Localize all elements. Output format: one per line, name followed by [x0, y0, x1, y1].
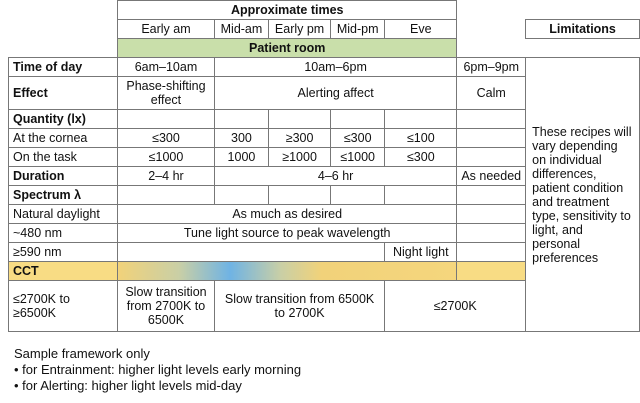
quantity-cell-1: [117, 109, 215, 129]
note-2: • for Entrainment: higher light levels e…: [14, 362, 302, 377]
row-label-cct-range: ≤2700K to ≥6500K: [7, 280, 119, 332]
quantity-cell-6: [456, 109, 526, 129]
spectrum-cell-3: [268, 185, 332, 205]
task-spacer: [456, 147, 526, 167]
cornea-spacer: [456, 128, 526, 148]
nm480-value: Tune light source to peak wavelength: [117, 223, 458, 243]
duration-mid: 4–6 hr: [213, 166, 458, 186]
row-label-quantity: Quantity (lx): [7, 109, 119, 129]
cct-spacer: [456, 261, 526, 281]
nm480-spacer: [456, 223, 526, 243]
task-early-am: ≤1000: [117, 147, 215, 167]
limitations-heading: Limitations: [525, 19, 640, 39]
row-label-spectrum: Spectrum λ: [7, 185, 119, 205]
spectrum-cell-6: [456, 185, 526, 205]
time-early-am: 6am–10am: [117, 57, 215, 77]
cct-eve: ≤2700K: [384, 280, 526, 332]
row-label-task: On the task: [7, 147, 119, 167]
quantity-cell-5: [384, 109, 458, 129]
note-1: Sample framework only: [14, 346, 150, 361]
row-label-590nm: ≥590 nm: [7, 242, 119, 262]
quantity-cell-2: [213, 109, 270, 129]
spectrum-cell-5: [384, 185, 458, 205]
col-mid-am: Mid-am: [213, 19, 270, 39]
duration-early-am: 2–4 hr: [117, 166, 215, 186]
row-label-cornea: At the cornea: [7, 128, 119, 148]
quantity-cell-4: [330, 109, 386, 129]
cct-mid: Slow transition from 6500K to 2700K: [213, 280, 386, 332]
row-label-cct: CCT: [7, 261, 119, 281]
nm590-empty: [117, 242, 386, 262]
cornea-mid-pm: ≤300: [330, 128, 386, 148]
lighting-table: Approximate times Early am Mid-am Early …: [7, 0, 640, 332]
spectrum-cell-4: [330, 185, 386, 205]
limitations-text: These recipes will vary depending on ind…: [525, 57, 640, 332]
row-label-time-of-day: Time of day: [7, 57, 119, 77]
task-early-pm: ≥1000: [268, 147, 332, 167]
col-mid-pm: Mid-pm: [330, 19, 386, 39]
effect-mid: Alerting affect: [213, 76, 458, 110]
note-3: • for Alerting: higher light levels mid-…: [14, 378, 242, 393]
time-mid: 10am–6pm: [213, 57, 458, 77]
row-label-daylight: Natural daylight: [7, 204, 119, 224]
recipe-grid: Approximate times Early am Mid-am Early …: [7, 0, 640, 332]
time-eve: 6pm–9pm: [456, 57, 526, 77]
effect-early-am: Phase-shifting effect: [117, 76, 215, 110]
nm590-eve: Night light: [384, 242, 458, 262]
col-eve: Eve: [384, 19, 458, 39]
cct-early-am: Slow transition from 2700K to 6500K: [117, 280, 215, 332]
cornea-mid-am: 300: [213, 128, 270, 148]
daylight-spacer: [456, 204, 526, 224]
cornea-eve: ≤100: [384, 128, 458, 148]
col-early-pm: Early pm: [268, 19, 332, 39]
row-label-duration: Duration: [7, 166, 119, 186]
row-label-effect: Effect: [7, 76, 119, 110]
duration-spacer: As needed: [456, 166, 526, 186]
daylight-value: As much as desired: [117, 204, 458, 224]
quantity-cell-3: [268, 109, 332, 129]
cct-gradient-bar: [117, 261, 458, 281]
col-early-am: Early am: [117, 19, 215, 39]
task-eve: ≤300: [384, 147, 458, 167]
patient-room-banner: Patient room: [117, 38, 458, 58]
task-mid-pm: ≤1000: [330, 147, 386, 167]
effect-eve-spacer: Calm: [456, 76, 526, 110]
approx-times-heading: Approximate times: [117, 0, 458, 20]
cornea-early-am: ≤300: [117, 128, 215, 148]
task-mid-am: 1000: [213, 147, 270, 167]
nm590-spacer: [456, 242, 526, 262]
cornea-early-pm: ≥300: [268, 128, 332, 148]
row-label-480nm: ~480 nm: [7, 223, 119, 243]
spectrum-cell-1: [117, 185, 215, 205]
footnotes: Sample framework only • for Entrainment:…: [14, 346, 301, 394]
spectrum-cell-2: [213, 185, 270, 205]
